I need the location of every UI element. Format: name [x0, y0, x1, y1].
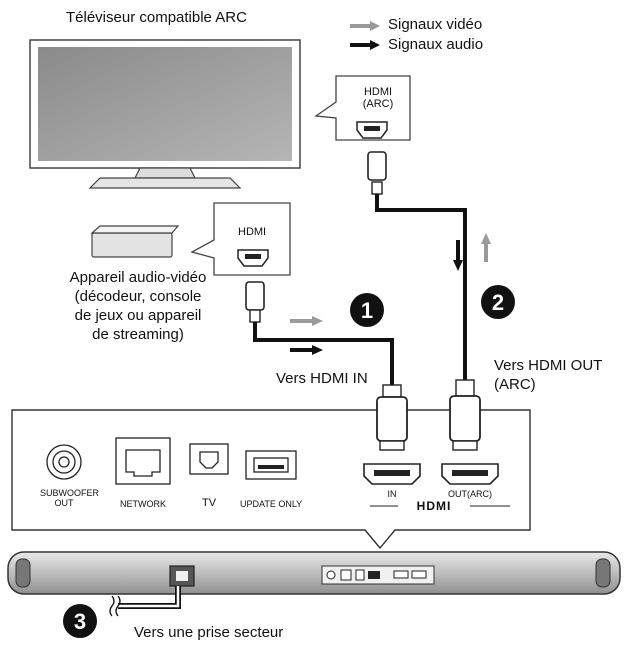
- tv-hdmi-callout: [314, 75, 411, 141]
- tv-hdmi-cable: [367, 151, 467, 380]
- step-1-badge: 1: [350, 293, 384, 327]
- hdmi-in-label: Vers HDMI IN: [276, 370, 368, 387]
- video-signal-arrow-right: [290, 316, 323, 326]
- tv-hdmi-port-label: HDMI (ARC): [355, 86, 401, 110]
- device-line-4: de streaming): [92, 326, 184, 343]
- subwoofer-out-port: [46, 444, 82, 480]
- update-only-label: UPDATE ONLY: [240, 499, 303, 509]
- tv-illustration: [29, 39, 301, 189]
- power-cable: [109, 586, 181, 617]
- tv-title: Téléviseur compatible ARC: [66, 9, 247, 26]
- hdmi-logo-text: HDMI: [417, 499, 452, 513]
- legend-video-arrow: [350, 21, 380, 31]
- subwoofer-label: SUBWOOFER OUT: [40, 488, 100, 508]
- device-hdmi-callout: [190, 202, 291, 276]
- device-hdmi-cable: [245, 281, 394, 385]
- tv-port-label: TV: [201, 497, 217, 509]
- audio-signal-arrow-down: [453, 240, 463, 271]
- step-3-badge: 3: [63, 604, 97, 638]
- update-usb-port: [245, 450, 297, 480]
- legend-audio-label: Signaux audio: [388, 36, 484, 53]
- step-3-number: 3: [74, 609, 86, 634]
- step-2-number: 2: [492, 290, 504, 315]
- hdmi-out-label: Vers HDMI OUT (ARC): [494, 356, 602, 394]
- tv-hdmi-label-line2: (ARC): [362, 98, 394, 110]
- device-line-1: Appareil audio-vidéo: [69, 269, 207, 286]
- hdmi-out-port-label: OUT(ARC): [448, 489, 492, 499]
- audio-signal-arrow-right: [290, 345, 323, 355]
- device-line-2: (décodeur, console: [74, 288, 202, 305]
- video-signal-arrow-up: [481, 233, 491, 262]
- legend-video-label: Signaux vidéo: [388, 16, 483, 33]
- hdmi-in-port-label: IN: [387, 489, 397, 499]
- network-port: [115, 437, 171, 485]
- hdmi-in-port: [363, 384, 421, 485]
- subwoofer-label-line2: OUT: [54, 498, 74, 508]
- hdmi-logo: HDMI: [370, 499, 510, 513]
- soundbar: [7, 551, 621, 595]
- step-2-badge: 2: [481, 285, 515, 319]
- hdmi-out-arc-port: [441, 379, 499, 485]
- legend-audio-arrow: [350, 40, 380, 50]
- device-hdmi-port-label: HDMI: [238, 226, 267, 238]
- device-description: Appareil audio-vidéo (décodeur, console …: [48, 268, 228, 344]
- device-line-3: de jeux ou appareil: [74, 307, 202, 324]
- tv-hdmi-label-line1: HDMI: [363, 86, 393, 98]
- av-device: [90, 225, 180, 258]
- step-1-number: 1: [361, 298, 373, 323]
- hdmi-out-label-line2: (ARC): [494, 376, 536, 393]
- outlet-label: Vers une prise secteur: [134, 624, 284, 641]
- subwoofer-label-line1: SUBWOOFER: [40, 488, 100, 498]
- network-label: NETWORK: [120, 499, 166, 509]
- hdmi-out-label-line1: Vers HDMI OUT: [494, 357, 603, 374]
- tv-optical-port: [189, 443, 229, 475]
